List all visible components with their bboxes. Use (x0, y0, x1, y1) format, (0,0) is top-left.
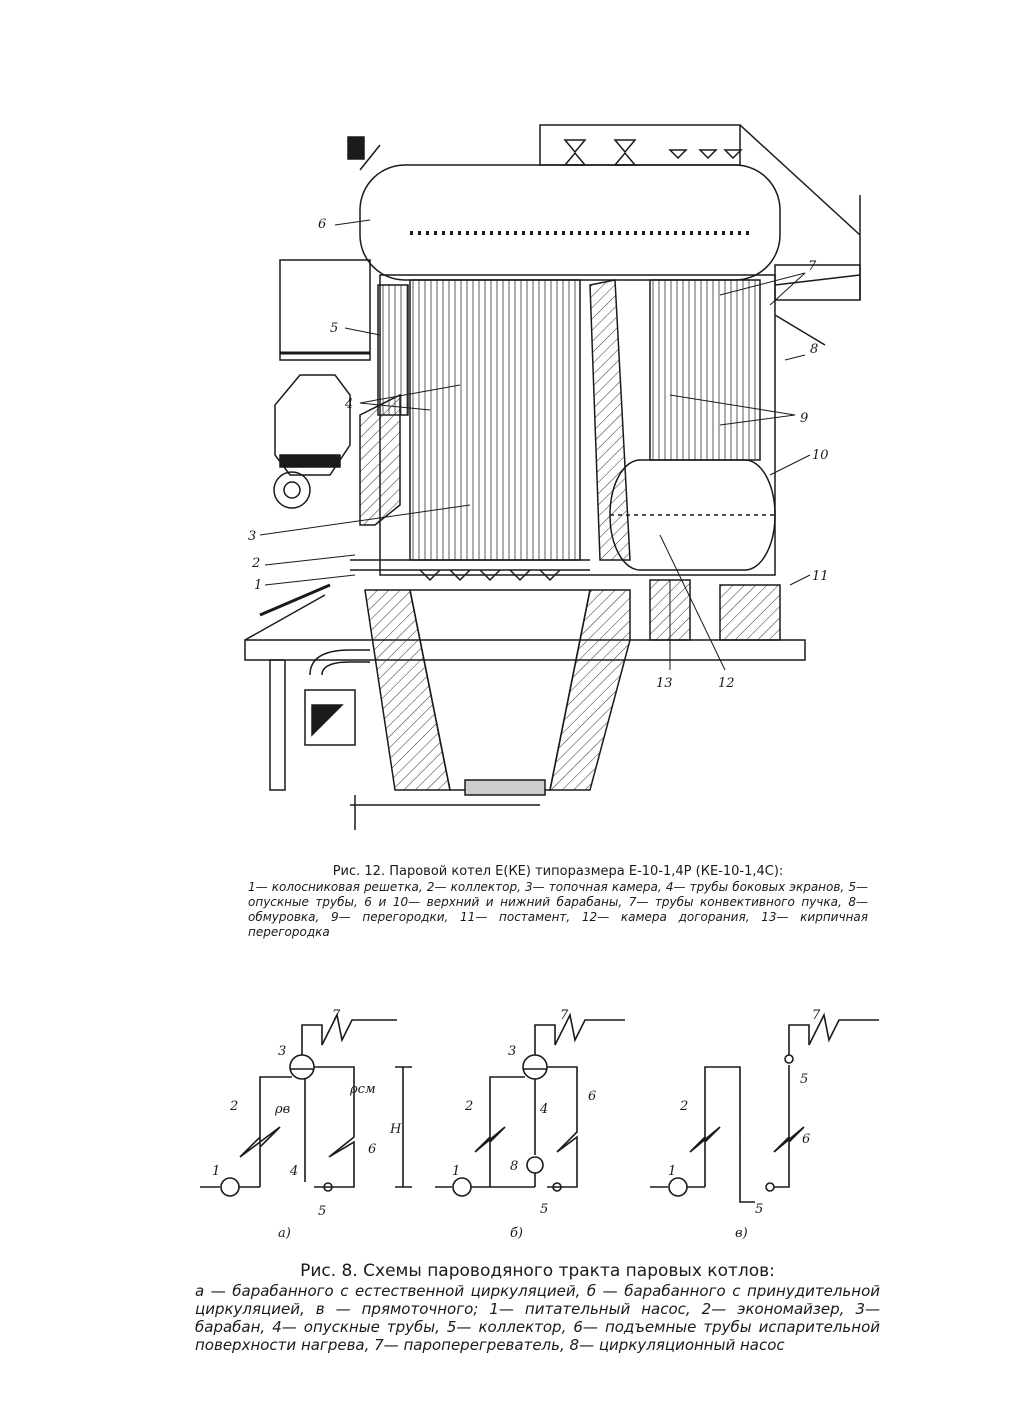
callout-2: 2 (251, 556, 260, 571)
scheme-a-label-1: 1 (212, 1164, 220, 1179)
scheme-a-label-7: 7 (332, 1008, 341, 1023)
scheme-a (200, 1012, 412, 1197)
callout-5: 5 (330, 321, 338, 336)
callout-3: 3 (248, 529, 256, 544)
figure-12-legend: 1— колосниковая решетка, 2— коллектор, 3… (248, 880, 868, 939)
callout-12: 12 (718, 676, 735, 691)
scheme-a-label-5: 5 (318, 1204, 326, 1219)
callout-1: 1 (254, 578, 262, 593)
scheme-a-labels: 1 2 3 4 5 6 7 ρв ρсм H а) (212, 1008, 402, 1241)
scheme-b-label-6: 6 (588, 1089, 596, 1104)
scheme-c-label-7: 7 (812, 1008, 821, 1023)
top-valves (563, 139, 743, 166)
scheme-c-label-1: 1 (668, 1164, 676, 1179)
callout-4: 4 (344, 397, 353, 412)
scheme-a-label-4: 4 (289, 1164, 298, 1179)
scheme-a-label-3: 3 (278, 1044, 286, 1059)
upper-drum (359, 164, 781, 281)
scheme-b-label-2: 2 (464, 1099, 473, 1114)
scheme-b-label-7: 7 (560, 1008, 569, 1023)
callout-labels: 6 5 4 3 2 1 7 8 9 10 11 12 13 (248, 217, 829, 691)
callout-10: 10 (812, 448, 829, 463)
scheme-b-label-1: 1 (452, 1164, 460, 1179)
figure-8-title: Рис. 8. Схемы пароводяного тракта паровы… (300, 1261, 775, 1281)
scheme-b-label-4: 4 (539, 1102, 548, 1117)
figure-12-title: Рис. 12. Паровой котел Е(КЕ) типоразмера… (332, 864, 784, 879)
callout-11: 11 (812, 569, 829, 584)
steam-water-schemes: 1 2 3 4 5 6 7 ρв ρсм H а) 1 2 3 4 5 6 7 … (200, 1008, 879, 1241)
scheme-c-letter: в) (735, 1226, 748, 1241)
scheme-a-rho-cm: ρсм (349, 1082, 376, 1097)
scheme-a-label-2: 2 (229, 1099, 238, 1114)
boiler-drawing: 6 5 4 3 2 1 7 8 9 10 11 12 13 (244, 124, 861, 830)
grate-elements (419, 569, 561, 582)
callout-9: 9 (800, 411, 808, 426)
scheme-c-label-2: 2 (679, 1099, 688, 1114)
scheme-c-label-6: 6 (802, 1132, 810, 1147)
scheme-b (435, 1012, 625, 1197)
callout-7: 7 (808, 259, 817, 274)
scheme-c-label-5b: 5 (800, 1072, 808, 1087)
scheme-b-labels: 1 2 3 4 5 6 7 8 б) (452, 1008, 596, 1241)
scheme-b-label-5: 5 (540, 1202, 548, 1217)
figure-12-caption: Рис. 12. Паровой котел Е(КЕ) типоразмера… (248, 864, 868, 940)
figure-8-legend: а — барабанного с естественной циркуляци… (195, 1282, 880, 1354)
figure-8-caption: Рис. 8. Схемы пароводяного тракта паровы… (195, 1262, 880, 1354)
scheme-b-letter: б) (510, 1226, 523, 1241)
scheme-a-rho-b: ρв (274, 1102, 290, 1117)
scheme-a-height: H (389, 1122, 402, 1137)
scheme-b-label-3: 3 (508, 1044, 516, 1059)
callout-13: 13 (656, 676, 673, 691)
scheme-a-label-6: 6 (368, 1142, 376, 1157)
scheme-c (650, 1012, 879, 1203)
scheme-a-letter: а) (278, 1226, 291, 1241)
scheme-c-labels: 1 2 5 5 6 7 в) (668, 1008, 821, 1241)
scheme-c-label-5a: 5 (755, 1202, 763, 1217)
callout-8: 8 (810, 342, 818, 357)
callout-6: 6 (318, 217, 326, 232)
scheme-b-label-8: 8 (510, 1159, 518, 1174)
